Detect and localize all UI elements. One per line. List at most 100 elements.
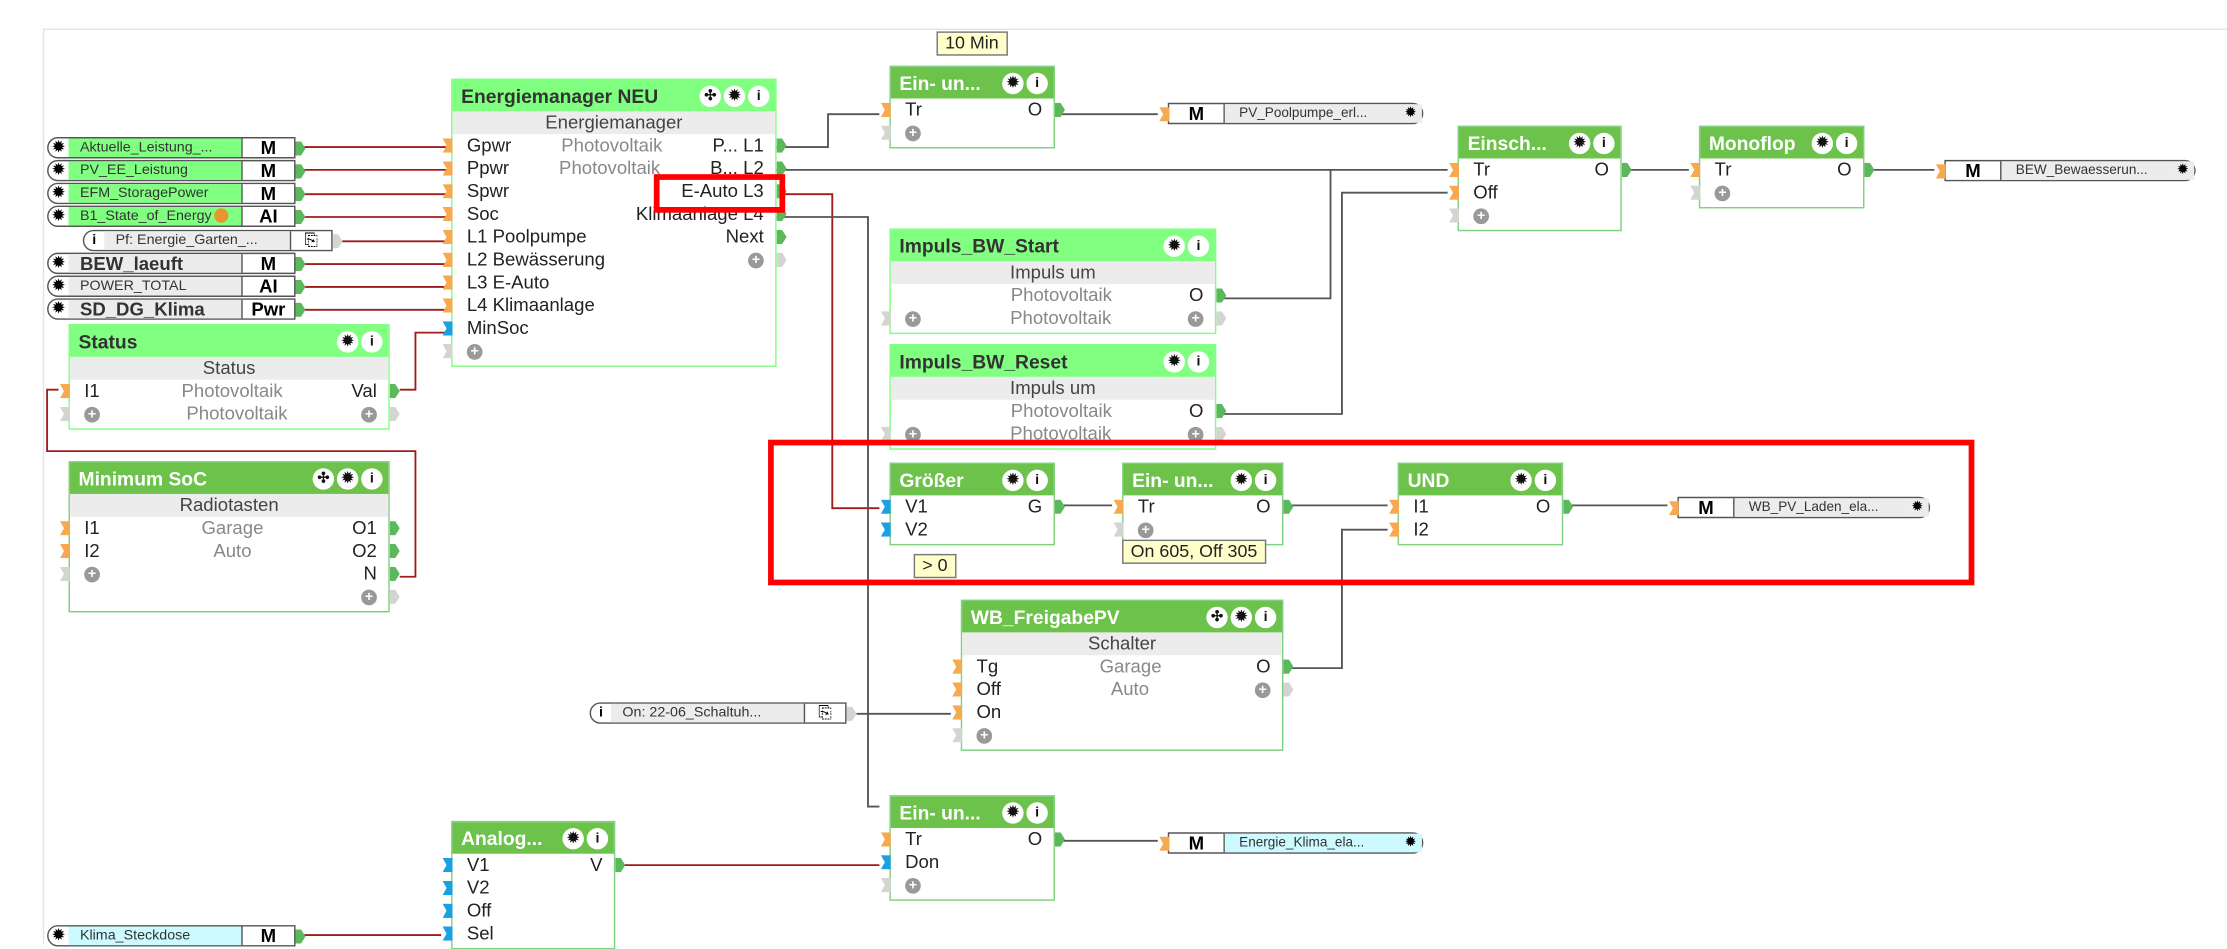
gear-icon[interactable]: ✹	[1399, 104, 1422, 123]
info-icon[interactable]: i	[361, 467, 383, 489]
output-port[interactable]	[295, 279, 306, 295]
gear-icon[interactable]: ✹	[1163, 350, 1185, 372]
input-port[interactable]	[1113, 499, 1124, 514]
output-port[interactable]	[295, 164, 306, 179]
output-port[interactable]	[776, 252, 787, 267]
gear-icon[interactable]: ✹	[1002, 72, 1024, 94]
add-input-icon[interactable]: +	[84, 403, 113, 426]
gear-icon[interactable]: ✹	[52, 301, 65, 317]
block-header[interactable]: UND✹i	[1399, 463, 1562, 496]
gear-icon[interactable]: ✹	[52, 162, 65, 179]
gear-icon[interactable]: ✹	[52, 278, 65, 295]
add-input-icon[interactable]: +	[976, 724, 1005, 747]
input-port[interactable]	[1113, 522, 1124, 537]
input-port[interactable]	[1159, 836, 1170, 851]
add-output-icon[interactable]: +	[748, 248, 764, 271]
gear-icon[interactable]: ✹	[1811, 132, 1834, 154]
info-icon[interactable]: i	[361, 330, 383, 352]
output-port[interactable]	[1216, 288, 1227, 303]
output-port[interactable]	[1216, 311, 1227, 326]
input-port[interactable]	[442, 275, 453, 290]
output-port[interactable]	[295, 187, 306, 202]
output-port[interactable]	[1054, 102, 1065, 118]
input-port[interactable]	[442, 880, 453, 896]
output-port[interactable]	[1621, 162, 1632, 178]
input-port[interactable]	[880, 426, 891, 442]
input-port[interactable]	[59, 384, 70, 399]
output-port[interactable]	[389, 543, 400, 559]
output-port[interactable]	[1054, 499, 1065, 514]
input-port[interactable]	[442, 903, 453, 918]
move-icon[interactable]: ✣	[1206, 606, 1228, 628]
gear-icon[interactable]: ✹	[1568, 132, 1591, 154]
info-icon[interactable]: i	[1187, 234, 1210, 257]
info-icon[interactable]: i	[599, 705, 604, 721]
gear-icon[interactable]: ✹	[336, 330, 359, 352]
input-port[interactable]	[1690, 185, 1701, 200]
output-port[interactable]	[389, 589, 400, 604]
input-port[interactable]	[1935, 164, 1946, 179]
add-output-icon[interactable]: +	[361, 585, 377, 608]
info-icon[interactable]: i	[1254, 606, 1277, 628]
gear-icon[interactable]: ✹	[562, 827, 584, 849]
info-icon[interactable]: i	[1534, 468, 1557, 491]
gear-icon[interactable]: ✹	[52, 185, 65, 202]
add-output-icon[interactable]: +	[1254, 678, 1271, 701]
gear-icon[interactable]: ✹	[1399, 833, 1422, 853]
block-header[interactable]: Status✹i	[69, 325, 389, 357]
input-port[interactable]	[952, 659, 963, 674]
output-port[interactable]	[776, 161, 787, 176]
move-icon[interactable]: ✣	[312, 467, 335, 489]
input-port[interactable]	[880, 102, 891, 118]
gear-icon[interactable]: ✹	[52, 139, 65, 156]
info-icon[interactable]: i	[586, 827, 609, 849]
output-port[interactable]	[389, 406, 400, 422]
input-port[interactable]	[880, 877, 891, 893]
gear-icon[interactable]: ✹	[1163, 234, 1185, 257]
move-icon[interactable]: ✣	[699, 84, 721, 107]
info-icon[interactable]: i	[1026, 72, 1048, 94]
output-port[interactable]	[332, 234, 343, 249]
add-input-icon[interactable]: +	[1137, 518, 1167, 541]
block-header[interactable]: Analog...✹i	[452, 822, 614, 854]
input-port[interactable]	[952, 682, 963, 697]
output-port[interactable]	[295, 302, 306, 317]
gear-icon[interactable]: ✹	[1510, 468, 1532, 491]
block-header[interactable]: Monoflop✹i	[1700, 127, 1864, 159]
input-port[interactable]	[59, 406, 70, 422]
input-port[interactable]	[59, 543, 70, 559]
gear-icon[interactable]: ✹	[2171, 161, 2195, 180]
gear-icon[interactable]: ✹	[336, 467, 359, 489]
input-port[interactable]	[59, 521, 70, 536]
export-icon[interactable]: ⎘	[803, 703, 845, 723]
input-port[interactable]	[952, 728, 963, 743]
add-output-icon[interactable]: +	[1187, 307, 1204, 330]
add-input-icon[interactable]: +	[905, 121, 934, 144]
input-port[interactable]	[442, 321, 453, 336]
block-header[interactable]: Energiemanager NEU✣✹i	[452, 79, 776, 112]
input-port[interactable]	[442, 207, 453, 222]
info-icon[interactable]: i	[1254, 468, 1277, 491]
input-port[interactable]	[59, 566, 70, 582]
add-input-icon[interactable]: +	[905, 307, 934, 330]
output-port[interactable]	[1054, 832, 1065, 847]
input-port[interactable]	[442, 184, 453, 199]
block-header[interactable]: WB_FreigabePV✣✹i	[962, 601, 1282, 633]
add-input-icon[interactable]: +	[84, 562, 113, 585]
